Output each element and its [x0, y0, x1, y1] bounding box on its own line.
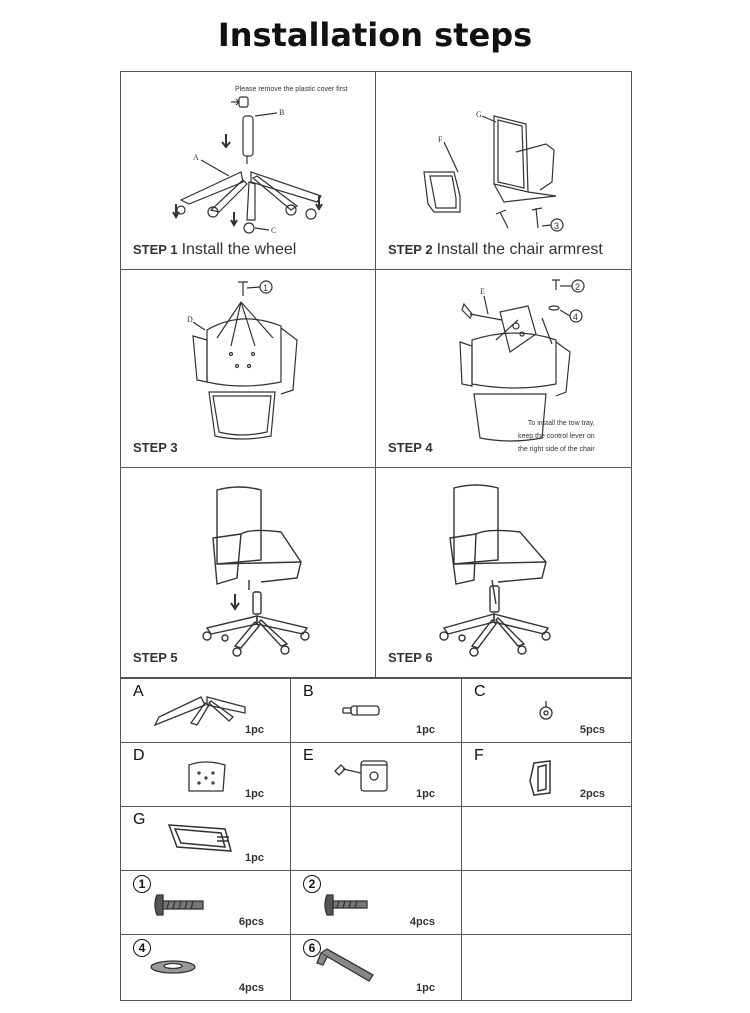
part-number: 6	[303, 939, 321, 957]
s1-label-a: A	[193, 153, 199, 162]
part-cell-e: E 1pc	[290, 742, 462, 807]
part-qty: 1pc	[416, 788, 435, 800]
part-letter: C	[474, 683, 486, 700]
part-a-base-icon	[153, 696, 246, 727]
step-1-panel: Please remove the plastic cover first B …	[120, 71, 376, 270]
part-qty: 1pc	[245, 852, 264, 864]
step-4-panel: 2 4 E To install the tow tray, keep the …	[375, 269, 632, 468]
part-letter: E	[303, 747, 314, 764]
s1-label-b: B	[279, 108, 284, 117]
s2-label-g: G	[476, 110, 482, 119]
step-1-note: Please remove the plastic cover first	[235, 86, 347, 93]
step-5-panel: STEP 5	[120, 467, 376, 678]
s4-screw-num: 2	[575, 282, 580, 292]
part-cell-f: F 2pcs	[461, 742, 632, 807]
step-2-diagram: G F 3	[423, 110, 564, 232]
part-cell-a: A 1pc	[120, 678, 291, 743]
part-qty: 6pcs	[238, 916, 264, 928]
screw-1-icon	[154, 894, 204, 916]
part-e-mechanism-icon	[334, 760, 388, 792]
step-6-panel: STEP 6	[375, 467, 632, 678]
part-cell-d: D 1pc	[120, 742, 291, 807]
part-letter: A	[133, 683, 144, 700]
page-title: Installation steps	[217, 16, 533, 54]
part-number: 1	[133, 875, 151, 893]
parts-grid: A 1pc B 1pc C 5pcs D 1pc	[120, 678, 632, 1003]
part-cell-screw-2: 2 4pcs	[290, 870, 462, 935]
s4-washer-num: 4	[573, 312, 578, 322]
part-qty: 1pc	[416, 982, 435, 994]
part-qty: 1pc	[416, 724, 435, 736]
part-letter: D	[133, 747, 145, 764]
part-number: 4	[133, 939, 151, 957]
part-qty: 1pc	[245, 788, 264, 800]
part-qty: 1pc	[245, 724, 264, 736]
part-cell-empty-1	[290, 806, 462, 871]
s2-screw-num: 3	[554, 221, 559, 231]
part-d-seat-plate-icon	[188, 761, 226, 792]
screw-2-icon	[324, 894, 368, 916]
steps-grid: Please remove the plastic cover first B …	[120, 71, 632, 678]
part-f-armrest-icon	[529, 760, 551, 796]
part-cell-empty-4	[461, 934, 632, 1001]
step-4-diagram: 2 4 E	[459, 279, 585, 442]
washer-icon	[150, 960, 196, 974]
s3-label-d: D	[187, 315, 193, 324]
part-qty: 4pcs	[238, 982, 264, 994]
part-b-cylinder-icon	[342, 705, 380, 716]
part-g-backrest-icon	[167, 824, 233, 852]
step-6-label: STEP 6	[388, 650, 433, 665]
step-3-panel: 1 D STEP 3	[120, 269, 376, 468]
part-letter: F	[474, 747, 484, 764]
hex-key-icon	[316, 948, 374, 982]
part-c-wheel-icon	[539, 701, 553, 720]
part-qty: 2pcs	[579, 788, 605, 800]
part-cell-hex-key: 6 1pc	[290, 934, 462, 1001]
part-qty: 4pcs	[409, 916, 435, 928]
part-cell-c: C 5pcs	[461, 678, 632, 743]
part-cell-empty-3	[461, 870, 632, 935]
part-cell-empty-2	[461, 806, 632, 871]
s1-label-c: C	[271, 226, 276, 235]
step-3-label: STEP 3	[133, 440, 178, 455]
s3-screw-num: 1	[263, 283, 268, 293]
step-5-diagram	[202, 486, 310, 657]
step-3-diagram: 1 D	[187, 280, 298, 440]
part-cell-b: B 1pc	[290, 678, 462, 743]
step-6-diagram	[439, 484, 551, 657]
part-qty: 5pcs	[579, 724, 605, 736]
part-letter: B	[303, 683, 314, 700]
part-cell-washer: 4 4pcs	[120, 934, 291, 1001]
part-cell-g: G 1pc	[120, 806, 291, 871]
s4-label-e: E	[480, 287, 485, 296]
step-4-label: STEP 4	[388, 440, 433, 455]
s2-label-f: F	[438, 135, 443, 144]
step-5-label: STEP 5	[133, 650, 178, 665]
step-1-diagram: Please remove the plastic cover first B …	[172, 86, 347, 235]
part-number: 2	[303, 875, 321, 893]
part-cell-screw-1: 1 6pcs	[120, 870, 291, 935]
part-letter: G	[133, 811, 146, 828]
step-4-note: To install the tow tray, keep the contro…	[518, 420, 595, 453]
